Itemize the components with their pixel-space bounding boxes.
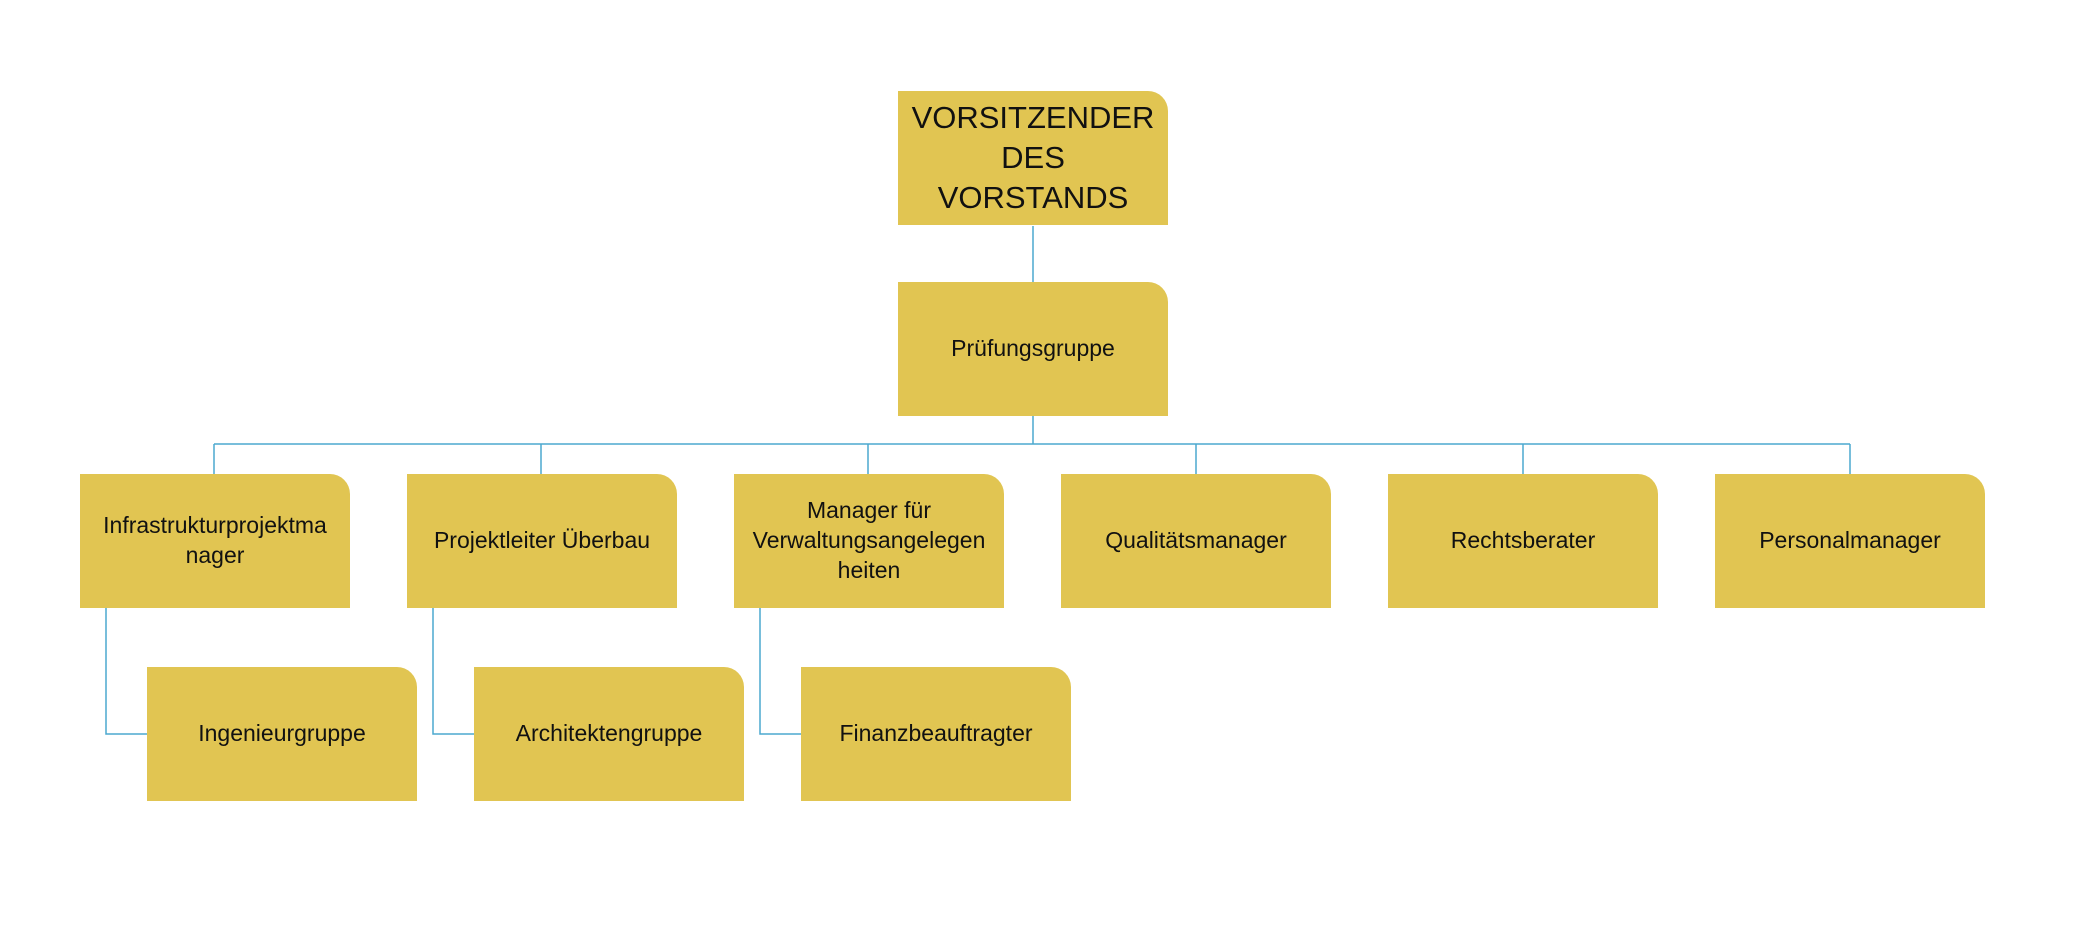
node-rechtsberater-label: Rechtsberater [1450,527,1596,554]
node-personalmanager[interactable]: Personalmanager [1715,474,1985,608]
node-chairman-label: VORSITZENDER DES VORSTANDS [911,99,1155,216]
node-qualitaetsmanager-label: Qualitätsmanager [1105,527,1287,554]
node-infrastrukturprojektmanager[interactable]: Infrastrukturprojektma nager [80,474,350,608]
node-personalmanager-label: Personalmanager [1759,527,1941,554]
node-projektleiter-ueberbau-label: Projektleiter Überbau [433,527,651,554]
node-finanzbeauftragter[interactable]: Finanzbeauftragter [801,667,1071,801]
node-architektengruppe-label: Architektengruppe [515,720,703,747]
node-pruefungsgruppe-label: Prüfungsgruppe [951,335,1115,362]
node-projektleiter-ueberbau[interactable]: Projektleiter Überbau [407,474,677,608]
node-infrastrukturprojektmanager-label: Infrastrukturprojektma nager [103,512,327,568]
node-manager-verwaltung-label: Manager für Verwaltungsangelegen heiten [752,497,986,583]
node-pruefungsgruppe[interactable]: Prüfungsgruppe [898,282,1168,416]
connector-projekt-to-architekten [432,608,474,735]
node-chairman[interactable]: VORSITZENDER DES VORSTANDS [898,91,1168,225]
connector-infra-to-ingenieur [105,608,147,735]
node-rechtsberater[interactable]: Rechtsberater [1388,474,1658,608]
node-manager-verwaltung[interactable]: Manager für Verwaltungsangelegen heiten [734,474,1004,608]
node-qualitaetsmanager[interactable]: Qualitätsmanager [1061,474,1331,608]
node-ingenieurgruppe-label: Ingenieurgruppe [198,720,366,747]
node-architektengruppe[interactable]: Architektengruppe [474,667,744,801]
connector-verwaltung-to-finanz [759,608,801,735]
node-finanzbeauftragter-label: Finanzbeauftragter [839,720,1033,747]
node-ingenieurgruppe[interactable]: Ingenieurgruppe [147,667,417,801]
